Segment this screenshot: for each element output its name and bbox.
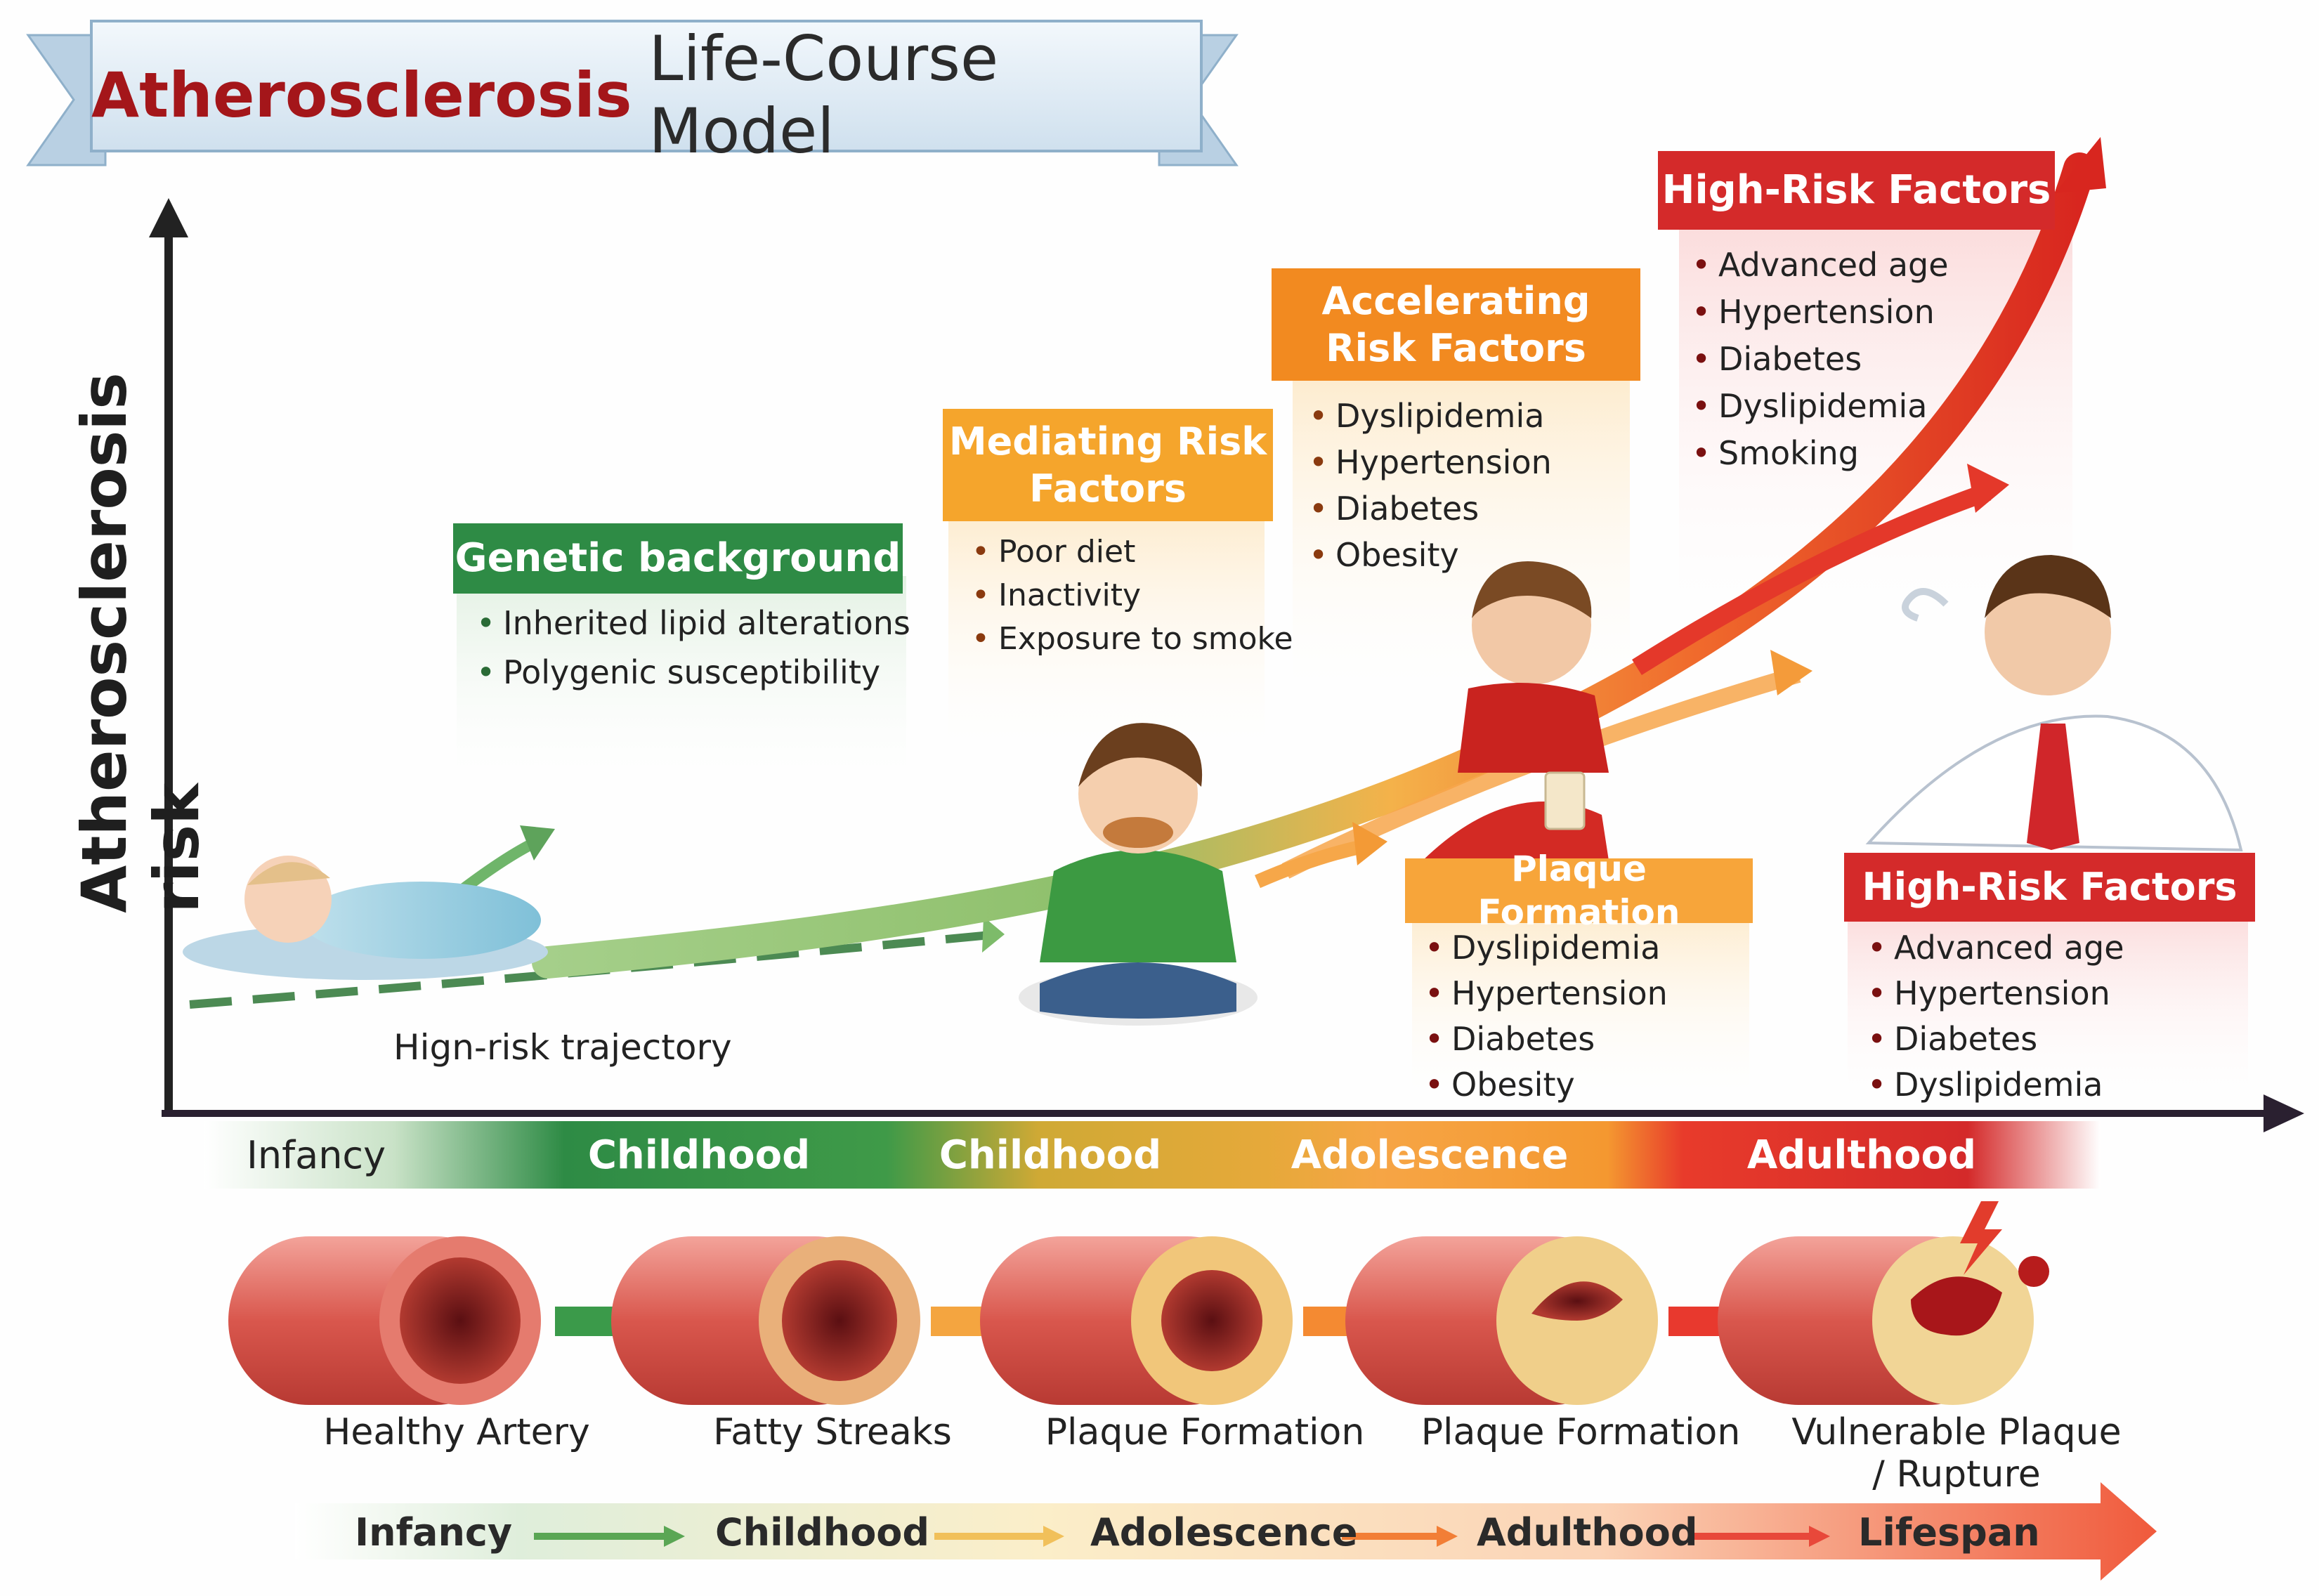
genetic-background-list: Inherited lipid alterations Polygenic su… (471, 604, 910, 702)
high-risk-top-list: Advanced age Hypertension Diabetes Dysli… (1686, 246, 1949, 481)
risk-item: Dyslipidemia (1862, 1066, 2124, 1111)
risk-item: Inherited lipid alterations (471, 604, 910, 653)
risk-item: Diabetes (1686, 340, 1949, 387)
y-axis-label: Atherosclerosis risk (68, 372, 213, 913)
high-risk-bottom-list: Advanced age Hypertension Diabetes Dysli… (1862, 929, 2124, 1111)
risk-item: Advanced age (1686, 246, 1949, 293)
stage-label-fatty: Fatty Streaks (713, 1411, 952, 1453)
timeline-infancy: Infancy (246, 1132, 386, 1177)
timeline-adulthood: Adulthood (1746, 1132, 1977, 1178)
risk-item: Dyslipidemia (1686, 387, 1949, 434)
baby-illustration (183, 856, 548, 980)
artery-fatty-streaks (611, 1236, 920, 1405)
genetic-background-header: Genetic background (453, 523, 903, 594)
plaque-formation-list: Dyslipidemia Hypertension Diabetes Obesi… (1419, 929, 1668, 1111)
lifespan-adolescence: Adolescence (1090, 1510, 1358, 1555)
artery-plaque-1 (980, 1236, 1293, 1405)
risk-item: Hypertension (1686, 293, 1949, 340)
stage-label-healthy: Healthy Artery (323, 1411, 590, 1453)
risk-item: Dyslipidemia (1303, 397, 1552, 443)
high-risk-bottom-header: High-Risk Factors (1844, 853, 2255, 922)
lifespan-adulthood: Adulthood (1477, 1510, 1698, 1555)
risk-item: Diabetes (1419, 1020, 1668, 1066)
lifespan-lifespan: Lifespan (1858, 1510, 2040, 1555)
artery-healthy (228, 1236, 541, 1405)
mediating-risk-list: Poor diet Inactivity Exposure to smoke (966, 534, 1293, 665)
risk-item: Advanced age (1862, 929, 2124, 974)
stage-label-plaque-1: Plaque Formation (1045, 1411, 1365, 1453)
risk-item: Exposure to smoke (966, 621, 1293, 665)
timeline-childhood-1: Childhood (587, 1132, 811, 1178)
artery-rupture (1718, 1201, 2049, 1405)
lifespan-childhood: Childhood (715, 1510, 930, 1555)
mediating-risk-header: Mediating Risk Factors (943, 409, 1273, 521)
risk-item: Hypertension (1862, 974, 2124, 1020)
risk-item: Hypertension (1419, 974, 1668, 1020)
risk-item: Polygenic susceptibility (471, 653, 910, 702)
risk-item: Obesity (1303, 536, 1552, 582)
stage-label-plaque-2: Plaque Formation (1420, 1411, 1741, 1453)
lifespan-infancy: Infancy (355, 1510, 513, 1555)
artery-plaque-2 (1345, 1236, 1658, 1405)
page-title: Atherosclerosis Life-Course Model (91, 21, 1201, 169)
trajectory-label: Hign-risk trajectory (393, 1027, 732, 1068)
man-smoking-illustration (1865, 555, 2243, 852)
risk-item: Smoking (1686, 434, 1949, 481)
title-ribbon (26, 20, 1239, 166)
plaque-formation-header: Plaque Formation (1405, 849, 1753, 933)
risk-item: Dyslipidemia (1419, 929, 1668, 974)
accelerating-risk-header: Accelerating Risk Factors (1272, 268, 1640, 381)
title-rest: Life-Course Model (648, 22, 999, 167)
artery-progression (228, 1201, 2049, 1405)
timeline-childhood-2: Childhood (939, 1132, 1162, 1178)
high-risk-top-header: High-Risk Factors (1658, 151, 2055, 230)
accelerating-risk-list: Dyslipidemia Hypertension Diabetes Obesi… (1303, 397, 1552, 582)
teen-illustration (1412, 561, 1616, 906)
title-highlight: Atherosclerosis (91, 58, 632, 131)
timeline-adolescence: Adolescence (1291, 1132, 1569, 1178)
risk-item: Inactivity (966, 577, 1293, 621)
risk-item: Diabetes (1862, 1020, 2124, 1066)
risk-item: Diabetes (1303, 490, 1552, 536)
stage-label-rupture: Vulnerable Plaque/ Rupture (1791, 1411, 2122, 1496)
risk-item: Obesity (1419, 1066, 1668, 1111)
child-eating-illustration (1019, 723, 1258, 1026)
risk-item: Hypertension (1303, 443, 1552, 490)
risk-item: Poor diet (966, 534, 1293, 577)
